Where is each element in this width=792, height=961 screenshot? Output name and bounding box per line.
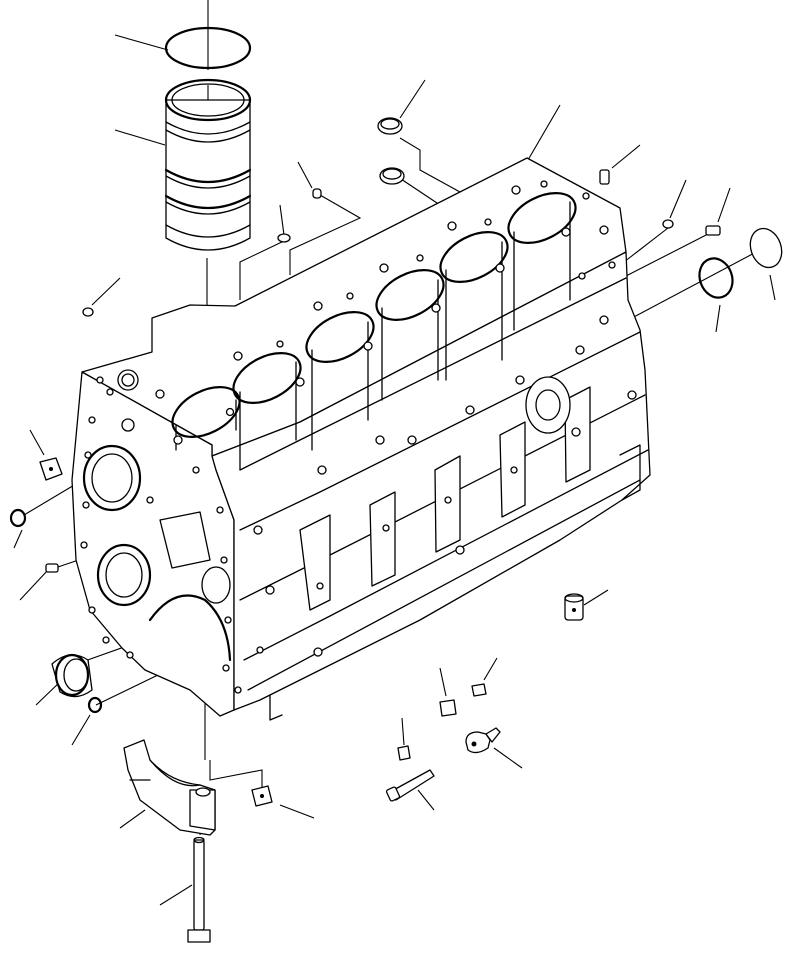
oil-gallery-plug bbox=[51, 653, 93, 698]
expansion-plug bbox=[377, 117, 403, 135]
cylinder-block bbox=[71, 157, 651, 721]
cylinder-liner bbox=[164, 78, 252, 251]
cylinder-bores bbox=[171, 192, 577, 471]
side-face-features bbox=[239, 261, 649, 721]
front-face-features bbox=[80, 416, 242, 694]
o-ring-large bbox=[698, 257, 734, 299]
cup-plug bbox=[39, 457, 63, 481]
main-cap-bolt bbox=[187, 836, 211, 943]
seal-disc bbox=[749, 227, 783, 269]
elbow-fitting bbox=[465, 727, 501, 754]
main-bearing-cap bbox=[123, 739, 216, 836]
piston-cooling-nozzle bbox=[251, 785, 273, 807]
o-ring-small bbox=[9, 508, 103, 714]
dowel-pin bbox=[82, 188, 674, 317]
expansion-plug-2 bbox=[379, 167, 405, 185]
bolt bbox=[385, 769, 435, 802]
plug-small-right bbox=[397, 683, 487, 761]
plug-screw bbox=[599, 169, 721, 236]
sleeve bbox=[564, 593, 584, 621]
hex-plug bbox=[45, 563, 59, 573]
deck-holes bbox=[96, 180, 609, 445]
cylinder-liner-o-ring bbox=[164, 26, 252, 70]
